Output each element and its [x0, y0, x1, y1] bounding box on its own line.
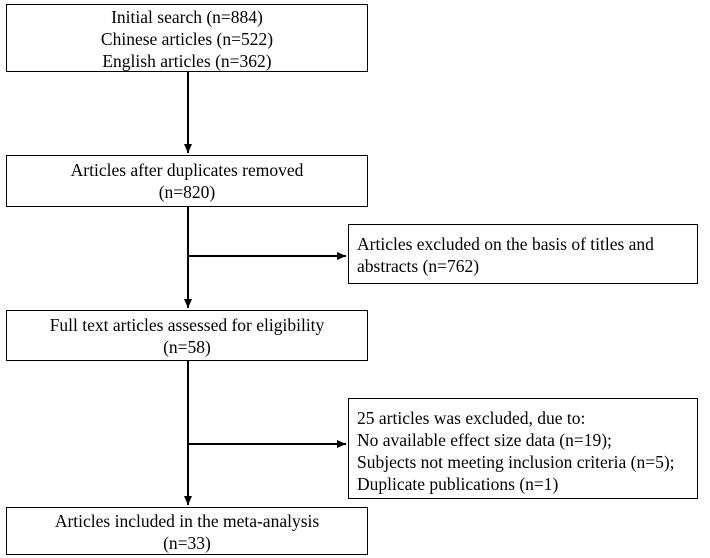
box-excluded-titles-line-2: abstracts (n=762) [357, 256, 480, 276]
box-full-text-assessed: Full text articles assessed for eligibil… [6, 310, 368, 361]
box-duplicates-removed: Articles after duplicates removed (n=820… [6, 155, 368, 207]
box-excluded-full-text-line-1: 25 articles was excluded, due to: [357, 408, 586, 428]
box-excluded-titles-line-1: Articles excluded on the basis of titles… [357, 234, 654, 254]
box-excluded-full-text: 25 articles was excluded, due to: No ava… [348, 398, 698, 499]
box-duplicates-removed-line-2: (n=820) [158, 182, 216, 202]
box-excluded-full-text-line-4: Duplicate publications (n=1) [357, 474, 559, 494]
box-full-text-assessed-line-2: (n=58) [163, 337, 211, 357]
box-duplicates-removed-line-1: Articles after duplicates removed [70, 160, 304, 180]
box-excluded-full-text-line-2: No available effect size data (n=19); [357, 430, 612, 450]
box-initial-search-line-1: Initial search (n=884) [111, 7, 263, 27]
box-included-meta-analysis-line-1: Articles included in the meta-analysis [54, 511, 320, 531]
box-initial-search-line-3: English articles (n=362) [102, 51, 272, 71]
box-included-meta-analysis-line-2: (n=33) [163, 533, 211, 553]
box-excluded-titles: Articles excluded on the basis of titles… [348, 224, 698, 284]
box-initial-search-line-2: Chinese articles (n=522) [100, 29, 274, 49]
box-excluded-full-text-line-3: Subjects not meeting inclusion criteria … [357, 452, 675, 472]
box-included-meta-analysis: Articles included in the meta-analysis (… [6, 507, 368, 555]
box-full-text-assessed-line-1: Full text articles assessed for eligibil… [49, 315, 325, 335]
box-initial-search: Initial search (n=884) Chinese articles … [6, 4, 368, 72]
